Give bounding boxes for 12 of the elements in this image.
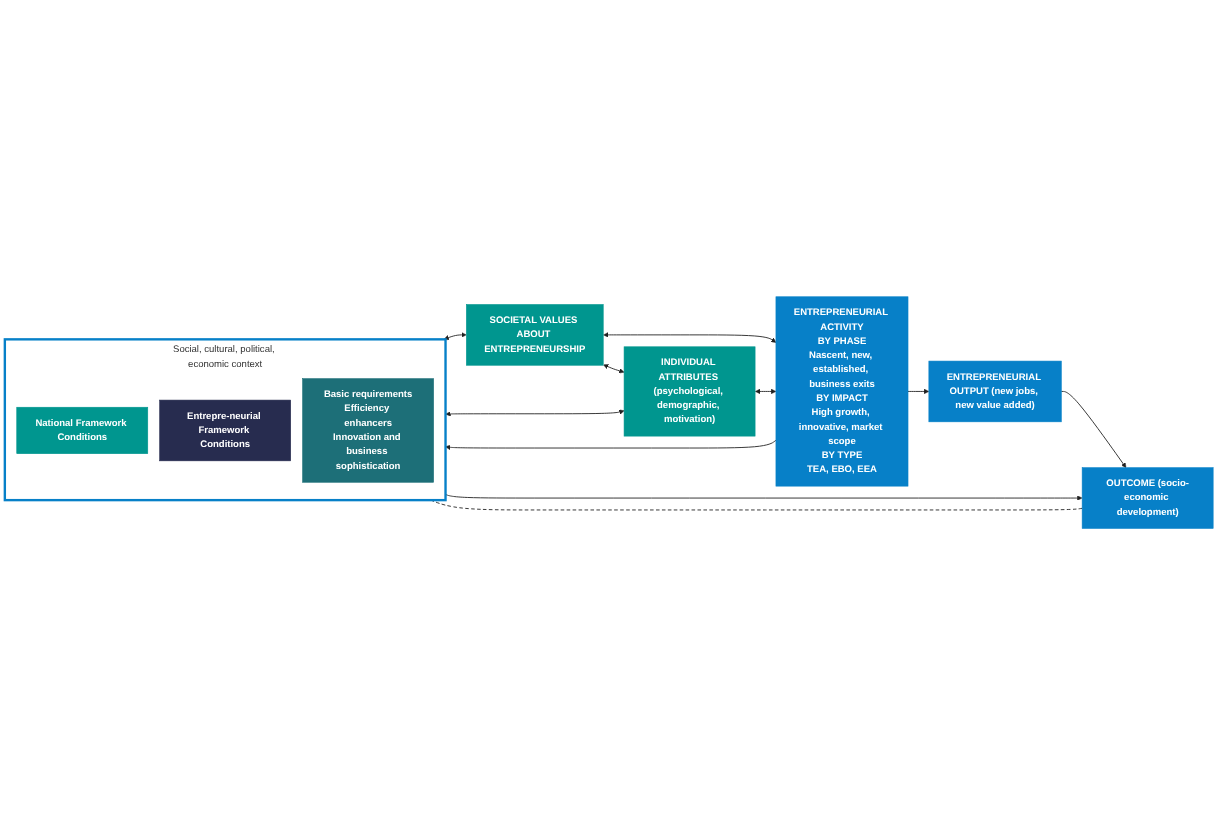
cluster [3, 337, 447, 501]
node-box [16, 406, 149, 454]
arrow [755, 388, 777, 394]
node-box [159, 399, 291, 461]
node-box [623, 345, 756, 436]
node-box [302, 377, 434, 482]
arrow [603, 363, 625, 373]
node-box [775, 295, 909, 486]
connector [430, 499, 1083, 510]
node-box [1081, 466, 1214, 529]
node-box [928, 360, 1062, 422]
node-box [466, 303, 604, 365]
